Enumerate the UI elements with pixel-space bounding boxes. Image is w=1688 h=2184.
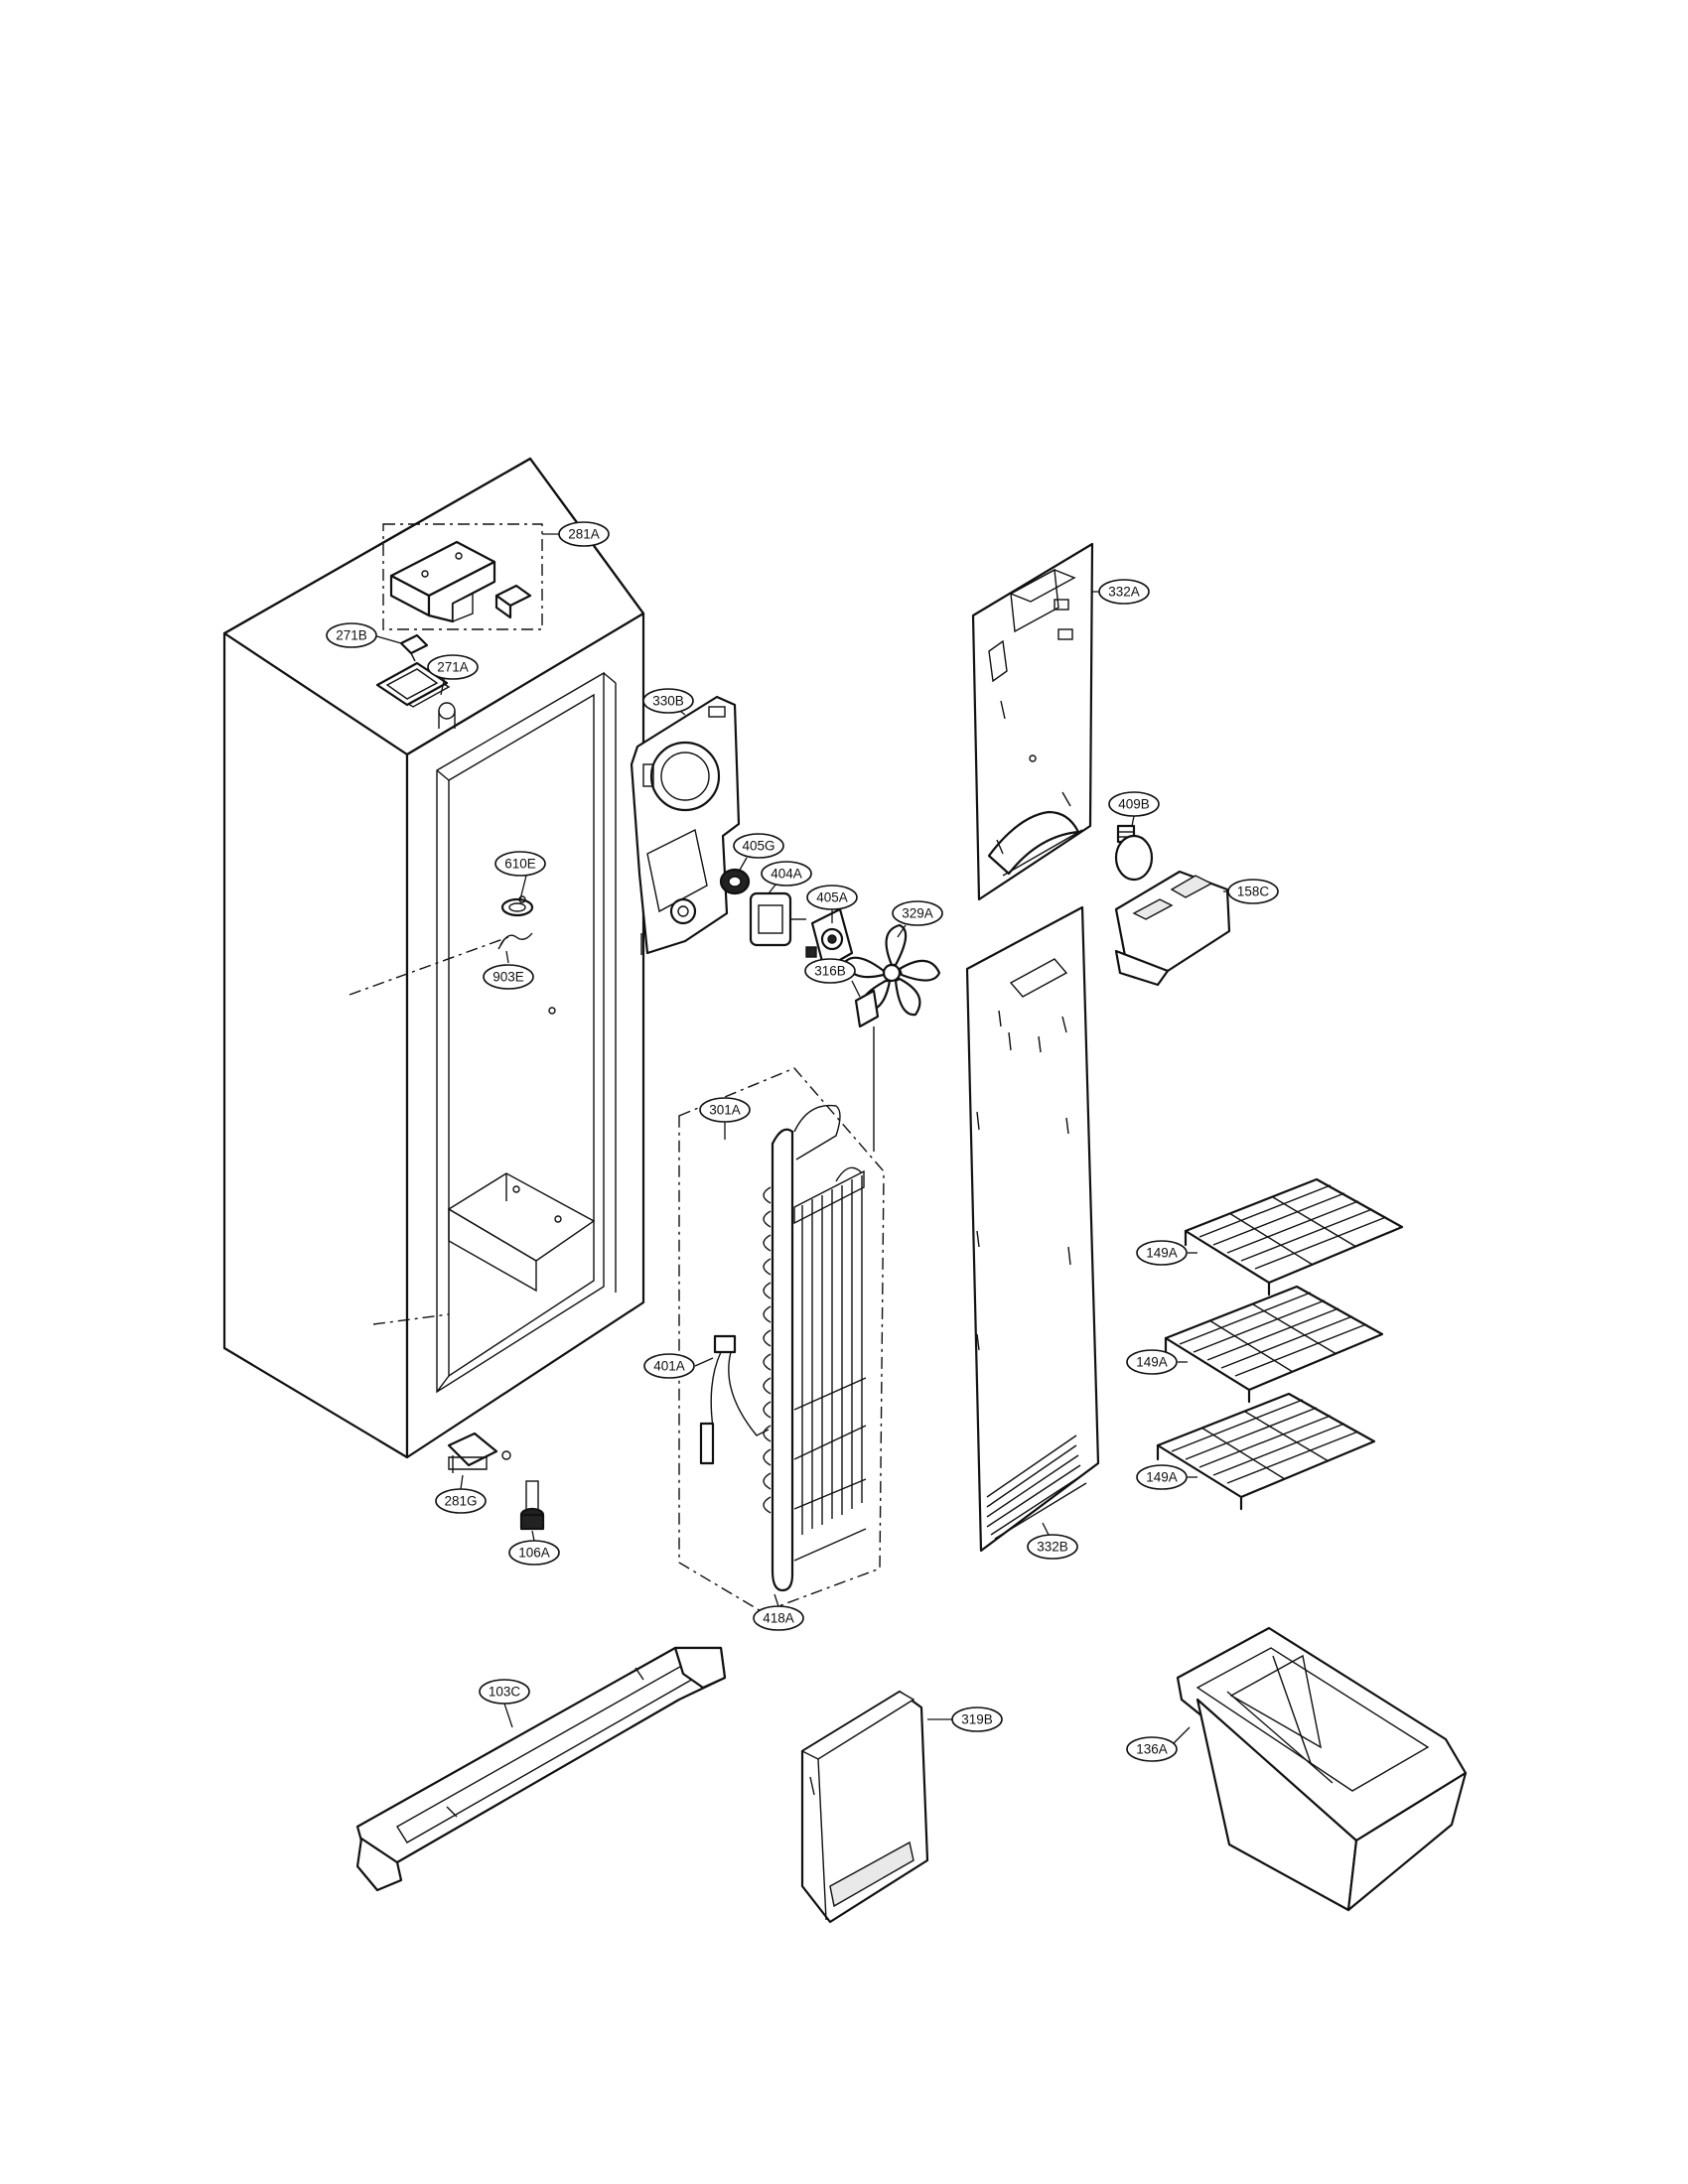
callout-281A: 281A	[558, 521, 610, 547]
callout-106A: 106A	[508, 1540, 560, 1566]
callout-149A-1-text: 149A	[1146, 1246, 1178, 1261]
part-281A-control-box	[382, 523, 543, 630]
callout-158C-text: 158C	[1237, 885, 1270, 899]
part-136A-storage-bin	[1176, 1626, 1468, 1912]
callout-903E: 903E	[483, 964, 534, 990]
callout-149A-3: 149A	[1136, 1464, 1188, 1490]
callout-332A-text: 332A	[1108, 585, 1140, 600]
cabinet	[222, 457, 645, 1531]
part-405G-bushing	[719, 868, 751, 895]
part-149A-shelf-2	[1164, 1285, 1384, 1404]
callout-404A: 404A	[761, 861, 812, 887]
callout-136A: 136A	[1126, 1736, 1178, 1762]
part-404A-fan-motor	[749, 891, 806, 947]
part-149A-shelf-1	[1184, 1177, 1404, 1297]
callout-401A-text: 401A	[653, 1359, 685, 1374]
part-158C-lamp-cover	[1114, 870, 1231, 987]
callout-301A: 301A	[699, 1097, 751, 1123]
callout-405G-text: 405G	[742, 839, 774, 854]
callout-405G: 405G	[733, 833, 784, 859]
callout-149A-2-text: 149A	[1136, 1355, 1168, 1370]
evaporator-fins	[793, 1169, 867, 1535]
callout-404A-text: 404A	[771, 867, 802, 882]
callout-149A-2: 149A	[1126, 1349, 1178, 1375]
callout-281G: 281G	[435, 1488, 487, 1514]
part-301A-evaporator	[678, 1067, 885, 1613]
callout-330B: 330B	[642, 688, 694, 714]
callout-136A-text: 136A	[1136, 1742, 1168, 1757]
callout-332A: 332A	[1098, 579, 1150, 605]
callout-409B: 409B	[1108, 791, 1160, 817]
callout-271B-text: 271B	[336, 628, 367, 643]
callout-319B: 319B	[951, 1706, 1003, 1732]
leader-lines	[372, 533, 1229, 1746]
callout-301A-text: 301A	[709, 1103, 741, 1118]
callout-271A: 271A	[427, 654, 479, 680]
callout-405A-text: 405A	[816, 890, 848, 905]
callout-281A-text: 281A	[568, 527, 600, 542]
callout-271B: 271B	[326, 622, 377, 648]
part-330B-fan-shroud	[630, 695, 741, 955]
callout-271A-text: 271A	[437, 660, 469, 675]
part-103C-bottom-cover	[355, 1646, 727, 1892]
callout-330B-text: 330B	[652, 694, 684, 709]
part-610E-grommet	[500, 897, 534, 917]
callout-401A: 401A	[643, 1353, 695, 1379]
callout-332B: 332B	[1027, 1534, 1078, 1560]
part-332B-lower-cover	[965, 905, 1100, 1553]
part-271B-clip	[399, 633, 429, 662]
callout-149A-1: 149A	[1136, 1240, 1188, 1266]
part-149A-shelf-3	[1156, 1392, 1376, 1511]
callout-409B-text: 409B	[1118, 797, 1150, 812]
part-405A-motor-bracket	[805, 907, 854, 971]
callout-319B-text: 319B	[961, 1712, 993, 1727]
callout-316B: 316B	[804, 958, 856, 984]
callout-418A: 418A	[753, 1605, 804, 1631]
callout-610E-text: 610E	[504, 857, 536, 872]
callout-903E-text: 903E	[492, 970, 524, 985]
callout-316B-text: 316B	[814, 964, 846, 979]
evaporator-coil-loops	[763, 1186, 772, 1514]
callout-103C: 103C	[479, 1679, 530, 1705]
callout-329A-text: 329A	[902, 906, 933, 921]
callout-405A: 405A	[806, 885, 858, 910]
callout-610E: 610E	[494, 851, 546, 877]
part-332A-upper-cover	[971, 542, 1094, 901]
callout-158C: 158C	[1227, 879, 1279, 904]
part-319B-drain-cover	[800, 1690, 929, 1924]
callout-106A-text: 106A	[518, 1546, 550, 1561]
grille	[986, 1434, 1087, 1540]
part-903E-wire	[497, 932, 533, 950]
part-316B-sensor	[854, 989, 880, 1152]
callout-329A: 329A	[892, 900, 943, 926]
callout-103C-text: 103C	[489, 1685, 521, 1700]
callout-149A-3-text: 149A	[1146, 1470, 1178, 1485]
callout-418A-text: 418A	[763, 1611, 794, 1626]
part-271A-bracket	[375, 661, 449, 707]
callout-281G-text: 281G	[444, 1494, 477, 1509]
part-401A-wire-harness	[699, 1334, 770, 1465]
callout-332B-text: 332B	[1037, 1540, 1068, 1555]
part-409B-light-bulb	[1114, 824, 1154, 882]
